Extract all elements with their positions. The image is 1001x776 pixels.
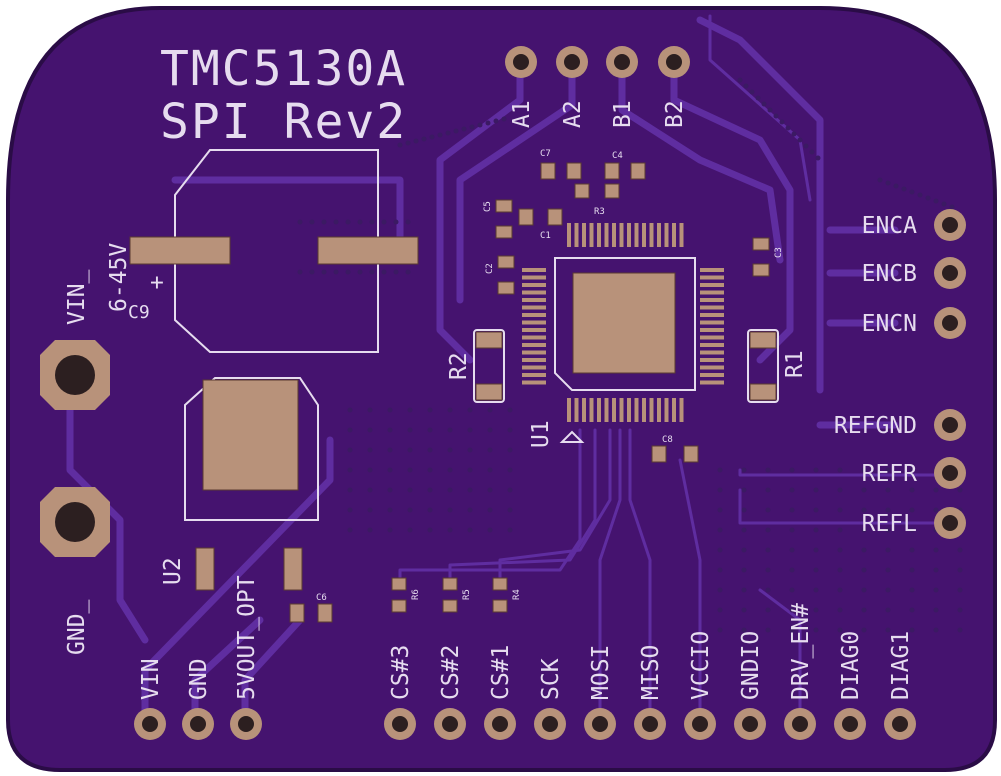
pin-label-cs-2: CS#2 <box>438 645 464 700</box>
c7-label: C7 <box>540 149 551 159</box>
board-title: TMC5130A <box>160 41 407 97</box>
right-header: ENCA ENCB ENCN REFGND REFR REFL <box>834 209 966 539</box>
pin-label-diag1: DIAG1 <box>888 631 914 700</box>
vin-label: VIN_ <box>64 269 90 325</box>
pin-label-a1: A1 <box>509 100 535 128</box>
regulator-u2: U2 <box>160 377 319 591</box>
pin-refl[interactable] <box>934 507 966 539</box>
pin-label-cs-3: CS#3 <box>388 645 414 700</box>
top-header: A1 A2 B1 B2 <box>505 46 690 128</box>
pin-cs-2[interactable] <box>434 708 466 740</box>
voltage-label: 6-45V <box>106 243 132 312</box>
pin-label-mosi: MOSI <box>588 645 614 700</box>
r2-label: R2 <box>446 352 472 380</box>
resistor-r6: R6 <box>391 577 421 613</box>
c9-plus: + <box>150 270 164 296</box>
pin-b2[interactable] <box>658 46 690 78</box>
gnd-label: GND_ <box>64 599 90 655</box>
r5-label: R5 <box>462 589 472 600</box>
resistor-r1: R1 <box>747 329 808 403</box>
capacitor-c4: C4 <box>604 151 646 180</box>
capacitor-c5: C5 <box>483 199 513 239</box>
c6-label: C6 <box>316 593 327 603</box>
capacitor-c9: + C9 6-45V <box>106 149 419 353</box>
r3-label: R3 <box>594 207 605 217</box>
u2-label: U2 <box>160 557 186 585</box>
bottom-header: VIN GND 5VOUT_OPT CS#3 CS#2 CS#1 SCK MOSI MISO VC… <box>134 575 916 740</box>
pin-label-b1: B1 <box>610 100 636 128</box>
c8-label: C8 <box>662 435 673 445</box>
pin-label-enca: ENCA <box>862 213 918 239</box>
pin-label-refl: REFL <box>862 511 917 537</box>
pin-label-cs-1: CS#1 <box>488 645 514 700</box>
capacitor-c1: C1 <box>518 208 563 241</box>
pin-label-drv-en: DRV_EN# <box>788 603 814 700</box>
pin-mosi[interactable] <box>584 708 616 740</box>
pin-label-vccio: VCCIO <box>688 631 714 700</box>
pin-enca[interactable] <box>934 209 966 241</box>
pin-gnd[interactable] <box>182 708 214 740</box>
pin-a1[interactable] <box>505 46 537 78</box>
gnd-pad <box>40 487 110 557</box>
vin-pad <box>40 340 110 410</box>
resistor-r2: R2 <box>446 329 505 403</box>
pin-label-a2: A2 <box>560 100 586 128</box>
c3-label: C3 <box>774 247 784 258</box>
pin-label-gnd: GND <box>186 658 212 700</box>
pin-a2[interactable] <box>556 46 588 78</box>
pin-cs-1[interactable] <box>484 708 516 740</box>
pin-vccio[interactable] <box>684 708 716 740</box>
capacitor-c7: C7 <box>540 149 582 180</box>
pin-label-encn: ENCN <box>862 311 917 337</box>
r1-label: R1 <box>782 350 808 378</box>
c9-label: C9 <box>128 302 150 323</box>
c2-label: C2 <box>485 263 495 274</box>
pin-label-gndio: GNDIO <box>738 631 764 700</box>
pin-b1[interactable] <box>606 46 638 78</box>
resistor-r3: R3 <box>574 183 620 217</box>
capacitor-c6: C6 <box>289 593 333 623</box>
pin-diag1[interactable] <box>884 708 916 740</box>
r6-label: R6 <box>411 589 421 600</box>
resistor-r5: R5 <box>442 577 472 613</box>
pin-refr[interactable] <box>934 457 966 489</box>
pin-miso[interactable] <box>634 708 666 740</box>
c5-label: C5 <box>483 201 493 212</box>
c4-label: C4 <box>612 151 623 161</box>
pin-label-miso: MISO <box>638 645 664 700</box>
pin-refgnd[interactable] <box>934 409 966 441</box>
pin-label-refr: REFR <box>862 461 918 487</box>
pin-label-refgnd: REFGND <box>834 413 917 439</box>
pin-5vout-opt[interactable] <box>230 708 262 740</box>
pin-sck[interactable] <box>534 708 566 740</box>
pin-diag0[interactable] <box>834 708 866 740</box>
pin-label-diag0: DIAG0 <box>838 631 864 700</box>
pin-label-5vout-opt: 5VOUT_OPT <box>234 575 260 700</box>
u1-label: U1 <box>528 420 554 448</box>
r4-label: R4 <box>512 589 522 600</box>
board-subtitle: SPI Rev2 <box>160 94 407 150</box>
capacitor-c8: C8 <box>651 435 699 463</box>
pin-drv-en[interactable] <box>784 708 816 740</box>
pin-label-b2: B2 <box>662 100 688 128</box>
c1-label: C1 <box>540 231 551 241</box>
resistor-r4: R4 <box>492 577 522 613</box>
pin-encn[interactable] <box>934 307 966 339</box>
pin-vin[interactable] <box>134 708 166 740</box>
pin-label-vin: VIN <box>138 658 164 700</box>
copper-traces <box>66 14 942 724</box>
ic-u1: U1 <box>522 223 724 448</box>
pin-label-sck: SCK <box>538 658 564 700</box>
pin-label-encb: ENCB <box>862 261 917 287</box>
capacitor-c3: C3 <box>752 237 784 277</box>
pin-encb[interactable] <box>934 257 966 289</box>
pin-cs-3[interactable] <box>384 708 416 740</box>
pin-gndio[interactable] <box>734 708 766 740</box>
capacitor-c2: C2 <box>485 255 515 295</box>
